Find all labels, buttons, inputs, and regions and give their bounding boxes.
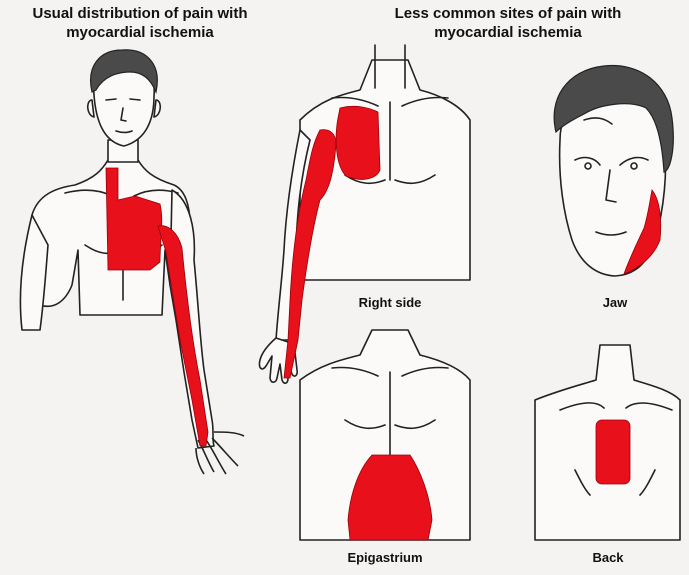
right-side-figure [259,45,470,383]
usual-distribution-figure [20,50,244,474]
back-figure [535,345,680,540]
title-usual-distribution: Usual distribution of pain with myocardi… [10,4,270,42]
title-less-common-sites: Less common sites of pain with myocardia… [388,4,628,42]
right-side-chest-pain [336,106,380,179]
back-pain [596,420,630,484]
label-epigastrium: Epigastrium [325,548,445,567]
label-back: Back [548,548,668,567]
jaw-figure [554,66,673,276]
epigastrium-figure [300,330,470,540]
label-jaw: Jaw [555,293,675,312]
label-right-side: Right side [330,293,450,312]
